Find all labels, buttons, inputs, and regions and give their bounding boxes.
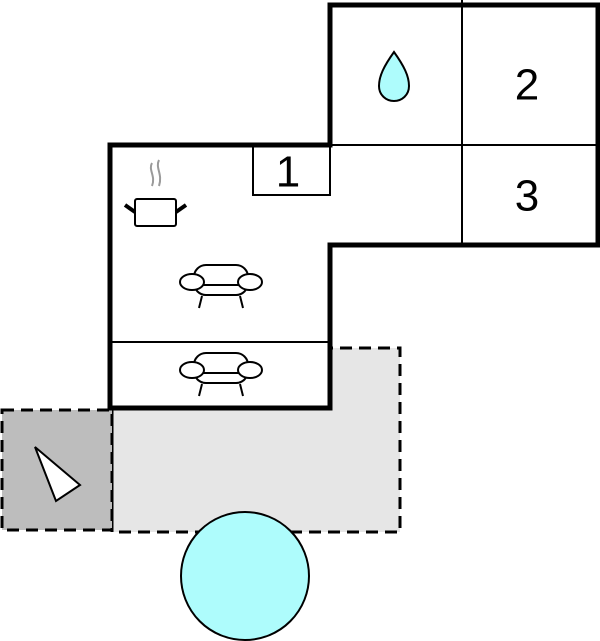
compass-arrow-icon	[34, 446, 82, 503]
sofa-icon	[179, 352, 263, 397]
room-1-label: 1	[276, 148, 300, 197]
room-2-label: 2	[515, 61, 539, 110]
water-drop-icon	[377, 50, 411, 103]
exterior-wall	[107, 2, 600, 411]
house-interior	[110, 5, 598, 408]
sofa-icon	[179, 264, 263, 309]
cooking-pot-icon	[123, 159, 188, 227]
room-3-label: 3	[515, 172, 539, 221]
pool-circle	[180, 511, 310, 641]
room-1-box	[252, 144, 331, 196]
